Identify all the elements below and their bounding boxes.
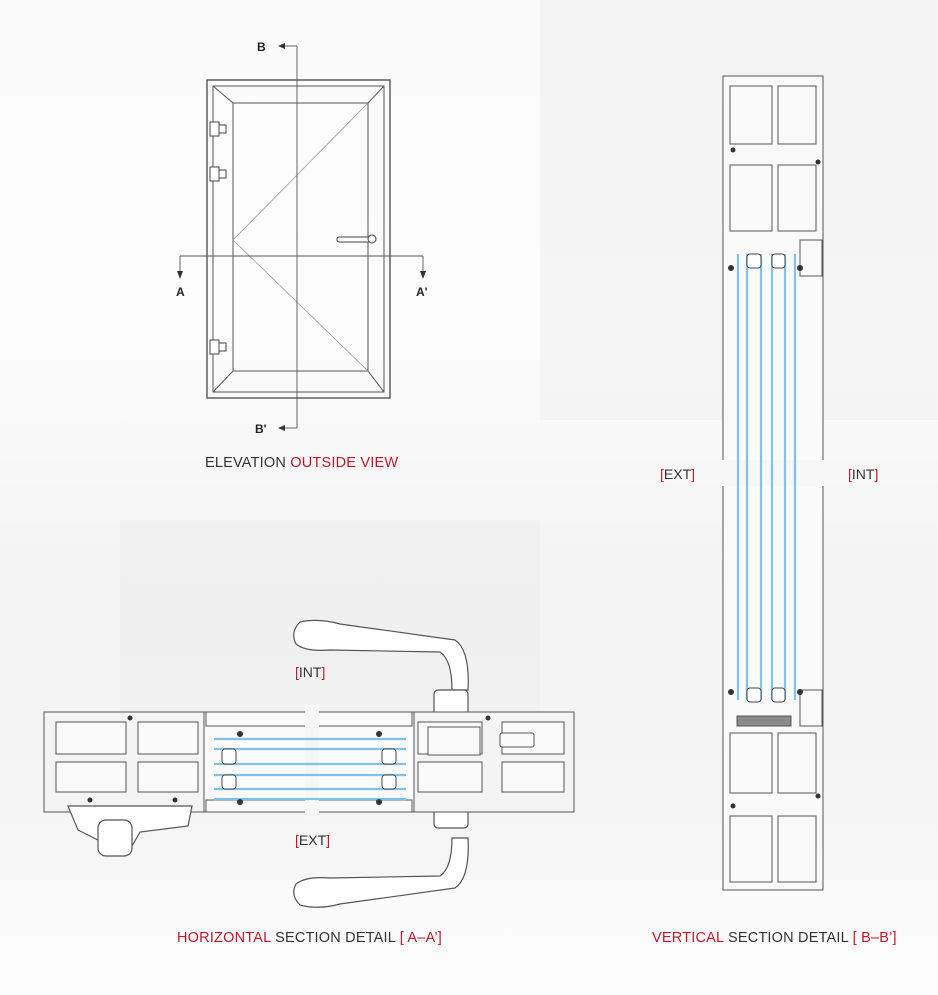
glass-pane (736, 254, 797, 700)
background-tile (120, 520, 540, 720)
label-text: EXT (298, 832, 327, 848)
door-handle-icon (336, 234, 377, 244)
caption-ref: [ B–B’] (852, 930, 897, 946)
ext-label: [EXT] (295, 832, 330, 848)
section-marker-b-prime: B' (255, 422, 267, 436)
arrow-icon (278, 43, 285, 49)
spacer (746, 253, 786, 703)
break-gap (305, 705, 319, 820)
spacer (221, 748, 397, 790)
bracket: ] (326, 832, 331, 848)
label-text: EXT (663, 466, 692, 482)
bracket: [ (295, 664, 299, 680)
gasket (728, 147, 821, 809)
int-label: [INT] (848, 466, 878, 482)
arrow-icon (420, 271, 426, 279)
caption-accent: VERTICAL (652, 930, 724, 946)
section-marker-a: A (176, 285, 185, 299)
label-text: INT (298, 664, 322, 680)
section-line-b (284, 45, 298, 429)
caption-accent: HORIZONTAL (177, 930, 271, 946)
bracket: [ (660, 466, 664, 482)
section-marker-b: B (257, 40, 266, 54)
background-tile (0, 0, 540, 360)
ext-label: [EXT] (660, 466, 695, 482)
caption-text: ELEVATION (205, 455, 291, 471)
horizontal-caption: HORIZONTAL SECTION DETAIL [ A–A’] (177, 930, 442, 946)
hinge-icon (209, 121, 227, 355)
lock-body (67, 805, 193, 857)
caption-ref: [ A–A’] (399, 930, 442, 946)
label-text: INT (851, 466, 875, 482)
background-tile (0, 880, 938, 995)
caption-accent: OUTSIDE VIEW (290, 455, 399, 471)
lever-handle-icon (293, 619, 469, 908)
section-line-a (179, 255, 424, 272)
caption-text: SECTION DETAIL (723, 930, 853, 946)
caption-text: SECTION DETAIL (270, 930, 400, 946)
gasket (87, 715, 491, 805)
arrow-icon (177, 271, 183, 279)
elevation-door (206, 79, 391, 399)
bracket: [ (848, 466, 852, 482)
bracket: ] (691, 466, 696, 482)
int-label: [INT] (295, 664, 325, 680)
section-marker-a-prime: A' (416, 285, 428, 299)
glass-pane (214, 737, 406, 801)
arrow-icon (278, 425, 285, 431)
bracket: ] (321, 664, 326, 680)
bracket: ] (874, 466, 879, 482)
vertical-caption: VERTICAL SECTION DETAIL [ B–B’] (652, 930, 897, 946)
break-gap (716, 460, 832, 486)
elevation-caption: ELEVATION OUTSIDE VIEW (205, 455, 398, 471)
bracket: [ (295, 832, 299, 848)
